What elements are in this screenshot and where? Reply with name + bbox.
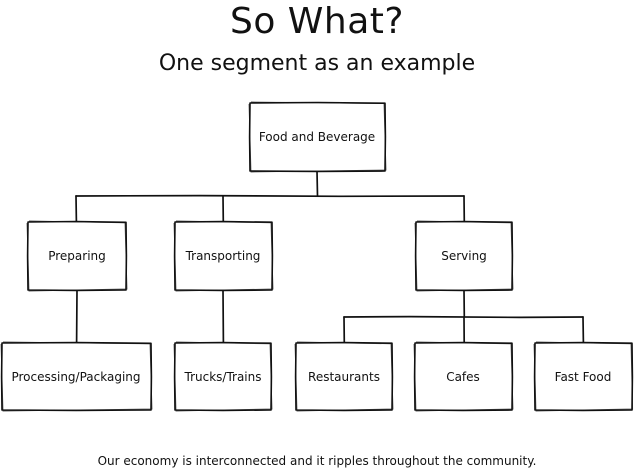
node-fast-food: Fast Food [533,341,634,412]
node-cafes: Cafes [413,341,514,412]
node-label-trucks: Trucks/Trains [184,370,262,384]
connector-lines [75,170,585,344]
diagram-footer-note: Our economy is interconnected and it rip… [97,454,537,468]
node-label-transporting: Transporting [185,249,261,263]
node-transporting: Transporting [173,220,274,292]
node-label-preparing: Preparing [48,249,106,263]
diagram-title: So What? [229,1,404,42]
node-label-fastfood: Fast Food [555,370,612,384]
diagram-subtitle: One segment as an example [158,51,476,76]
node-serving: Serving [414,220,514,292]
node-food-and-beverage: Food and Beverage [248,101,387,173]
node-restaurants: Restaurants [294,341,394,412]
node-label-processing: Processing/Packaging [11,370,140,384]
node-label-root: Food and Beverage [259,130,375,144]
node-processing-packaging: Processing/Packaging [0,341,153,412]
node-preparing: Preparing [26,220,128,292]
node-label-serving: Serving [441,249,487,263]
edge-level1-bus [75,194,465,198]
node-label-cafes: Cafes [446,370,480,384]
node-label-restaurants: Restaurants [308,370,380,384]
node-trucks-trains: Trucks/Trains [173,341,273,412]
edge-serving-bus [343,315,584,319]
edge-root-trunk [316,170,319,197]
